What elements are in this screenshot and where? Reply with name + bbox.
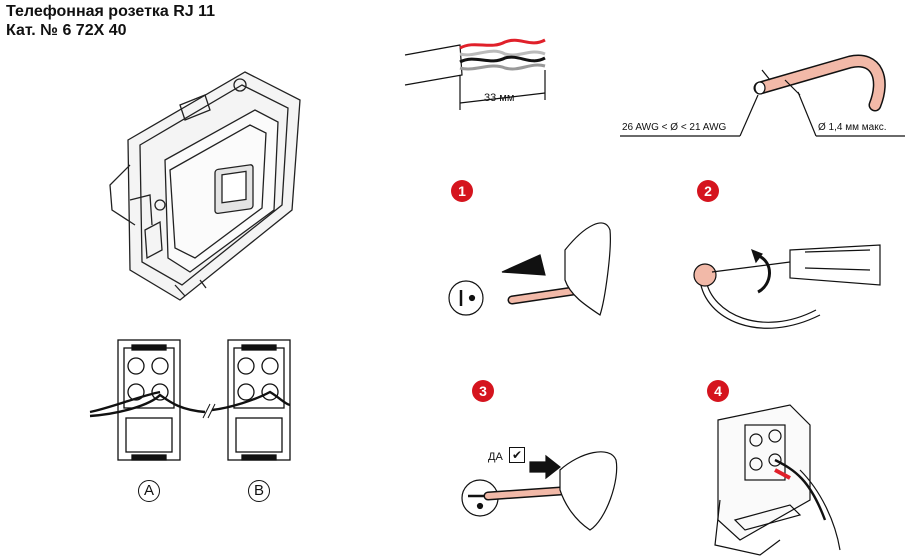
step-2-badge: 2 xyxy=(697,180,719,202)
document-title: Телефонная розетка RJ 11 Кат. № 6 72X 40 xyxy=(6,2,215,40)
variant-b-label: B xyxy=(248,480,270,502)
cable-strip-illustration xyxy=(404,38,546,110)
step2-illustration xyxy=(693,244,881,329)
wiring-diagram-a xyxy=(89,339,206,461)
step4-illustration xyxy=(714,404,841,556)
socket-illustration xyxy=(109,71,301,301)
step-3-badge: 3 xyxy=(472,380,494,402)
wire-gauge-illustration xyxy=(620,54,905,137)
max-diameter-label: Ø 1,4 мм макс. xyxy=(818,122,887,133)
variant-a-label: A xyxy=(138,480,160,502)
variant-separator xyxy=(202,403,216,419)
checkmark-icon: ✔ xyxy=(509,447,525,463)
check-yes-label: ДА xyxy=(488,451,503,463)
step3-illustration xyxy=(461,451,618,531)
title-line-1: Телефонная розетка RJ 11 xyxy=(6,3,216,20)
step1-illustration xyxy=(448,222,611,316)
step-4-badge: 4 xyxy=(707,380,729,402)
title-line-2: Кат. № 6 72X 40 xyxy=(6,22,127,39)
awg-range-label: 26 AWG < Ø < 21 AWG xyxy=(622,122,727,133)
step-1-badge: 1 xyxy=(451,180,473,202)
strip-length-label: 33 мм xyxy=(484,92,515,104)
wiring-diagram-b xyxy=(211,339,291,461)
